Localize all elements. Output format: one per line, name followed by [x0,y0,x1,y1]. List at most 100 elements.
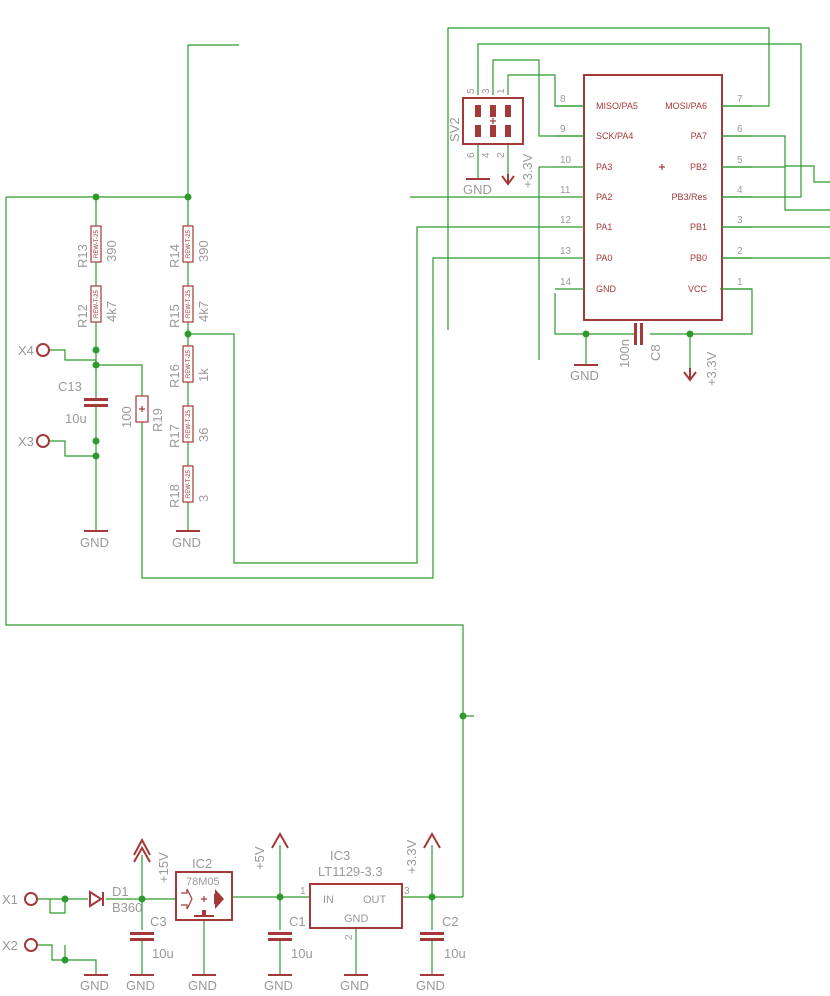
r14-body-text: REW-T-25 [186,229,192,258]
ic3-pin-num-gnd: 2 [344,934,355,940]
r16-body-text: REW-T-25 [186,349,192,378]
mcu-pin-number: 3 [737,215,743,226]
mcu-pin-label: VCC [688,284,708,294]
x3-label: X3 [18,434,34,449]
sv2-pin-3: 3 [481,88,492,94]
mcu-pin-number: 9 [560,124,566,135]
resistor-r16: REW-T-25 R16 1k [167,345,211,388]
sv2-name: SV2 [447,117,462,142]
mcu-pin-number: 10 [560,155,572,166]
resistor-r14: REW-T-25 R14 390 [167,225,211,268]
c3-value: 10u [152,946,174,961]
resistor-r15: REW-T-25 R15 4k7 [167,285,211,328]
resistor-r12: REW-T-25 R12 4k7 [75,285,119,328]
regulator-ic3: IN OUT GND 1 3 2 IC3 LT1129-3.3 [300,848,410,940]
mcu-pin-label: PA1 [596,222,612,232]
x2-label: X2 [2,938,18,953]
ic3-value: LT1129-3.3 [318,864,383,879]
gnd-label: GND [80,535,109,550]
gnd-label: GND [463,182,492,197]
gnd-symbol-mcu: GND [570,364,599,383]
capacitor-c8: 100n C8 [617,323,663,368]
gnd-label: GND [340,978,369,993]
mcu-pin-label: PB1 [690,222,707,232]
mcu-pin-number: 4 [737,185,743,196]
resistor-r13: REW-T-25 R13 390 [75,225,119,268]
mcu-pin-label: PA2 [596,192,612,202]
connector-x3: X3 [18,434,50,449]
c3-name: C3 [150,914,167,929]
r17-name: R17 [167,424,182,448]
wires [5,27,830,975]
capacitor-c2: C2 10u [420,914,466,961]
c1-name: C1 [289,914,306,929]
r18-value: 3 [196,495,211,502]
mcu-pin-label: PA0 [596,253,612,263]
ic3-pin-gnd: GND [344,913,369,925]
x1-label: X1 [2,892,18,907]
mcu-pin-label: PB2 [690,162,707,172]
x4-label: X4 [18,343,34,358]
mcu-pin-number: 1 [737,277,743,288]
r17-body-text: REW-T-25 [186,409,192,438]
mcu-pin-label: MOSI/PA6 [665,101,707,111]
diode-d1: D1 B360 [89,884,142,915]
r15-value: 4k7 [196,301,211,322]
r12-value: 4k7 [104,301,119,322]
c1-value: 10u [291,946,313,961]
gnd-label: GND [126,978,155,993]
r14-name: R14 [167,244,182,268]
supply-5v: +5V [252,831,289,870]
mcu-pin-label: MISO/PA5 [596,101,638,111]
mcu-pin-label: PB3/Res [671,192,707,202]
mcu-chip: 8MISO/PA59SCK/PA410PA311PA212PA113PA014G… [555,74,752,321]
v33-label: +3.3V [404,839,419,874]
r14-value: 390 [196,240,211,262]
v5-label: +5V [252,846,267,870]
supply-33v-sv2: +3.3V [501,153,535,188]
ic3-pin-num-out: 3 [404,886,410,897]
mcu-pin-number: 5 [737,155,743,166]
d1-name: D1 [112,884,129,899]
c2-value: 10u [444,946,466,961]
r16-value: 1k [196,368,211,382]
supply-15v: +15V [133,837,171,883]
r12-name: R12 [75,304,90,328]
capacitor-c3: C3 10u [130,914,174,961]
junctions [61,193,694,964]
supply-33v-power: +3.3V [404,831,441,874]
sv2-pin-5: 5 [466,88,477,94]
mcu-pin-number: 2 [737,246,743,257]
sv2-pin-1: 1 [496,88,507,94]
sv2-pin-2: 2 [496,152,507,158]
r13-name: R13 [75,244,90,268]
c13-name: C13 [58,379,82,394]
supply-33v-mcu: +3.3V [683,351,719,386]
gnd-label: GND [264,978,293,993]
gnd-symbol-sv2: GND [463,178,492,197]
mcu-pin-number: 8 [560,94,566,105]
r15-body-text: REW-T-25 [186,289,192,318]
sv2-pin-4: 4 [481,152,492,158]
resistor-r17: REW-T-25 R17 36 [167,405,211,448]
r12-body-text: REW-T-25 [94,289,100,318]
mcu-pin-number: 6 [737,124,743,135]
header-sv2: 5 3 1 6 4 2 SV2 [447,88,524,158]
gnd-label: GND [80,978,109,993]
resistor-r18: REW-T-25 R18 3 [167,465,211,508]
mcu-pin-number: 12 [560,215,572,226]
r17-value: 36 [196,428,211,442]
connector-x4: X4 [18,343,50,358]
r19-value: 100 [119,406,134,428]
ic3-pin-out: OUT [363,894,387,906]
